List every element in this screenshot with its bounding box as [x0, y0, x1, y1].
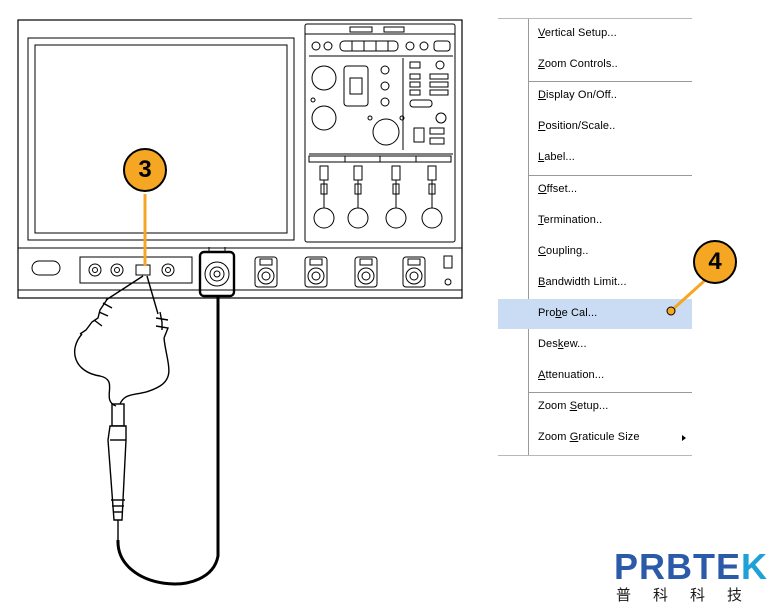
submenu-arrow-icon — [682, 435, 686, 442]
menu-item-probe-cal[interactable]: Probe Cal... — [498, 298, 692, 329]
menu-item-vertical-setup[interactable]: Vertical Setup... — [498, 19, 692, 49]
bnc-connector-4 — [354, 256, 378, 288]
menu-item-label: Label... — [538, 151, 575, 164]
menu-item-label: Termination.. — [538, 213, 603, 226]
menu-item-attenuation[interactable]: Attenuation... — [498, 361, 692, 391]
bnc-connector-2 — [254, 256, 278, 288]
prbtek-logo: PRBTEK 普科科技 — [614, 546, 767, 605]
menu-item-bandwidth-limit[interactable]: Bandwidth Limit... — [498, 268, 692, 298]
probe-comp-panel — [79, 256, 193, 284]
callout-3: 3 — [123, 148, 167, 192]
menu-item-position-scale[interactable]: Position/Scale.. — [498, 112, 692, 142]
bnc-connector-3 — [304, 256, 328, 288]
menu-item-label: Zoom Setup... — [538, 400, 609, 413]
oscilloscope-illustration — [17, 19, 463, 586]
control-panel — [304, 23, 456, 243]
menu-item-zoom-controls[interactable]: Zoom Controls.. — [498, 50, 692, 80]
callout-4: 4 — [693, 240, 737, 284]
logo-chinese-text: 普科科技 — [616, 586, 765, 604]
menu-item-label: Display On/Off.. — [538, 89, 618, 102]
menu-item-deskew[interactable]: Deskew... — [498, 330, 692, 360]
menu-item-label: Position/Scale.. — [538, 120, 616, 133]
menu-item-coupling[interactable]: Coupling.. — [498, 237, 692, 267]
probe-clips — [73, 275, 220, 586]
menu-item-label: Coupling.. — [538, 244, 589, 257]
menu-item-label: Deskew... — [538, 338, 587, 350]
menu-item-label: Vertical Setup... — [538, 27, 617, 39]
menu-item-label: Bandwidth Limit... — [538, 275, 627, 288]
menu-item-label: Offset... — [538, 182, 578, 195]
menu-separator — [528, 392, 692, 394]
menu-item-zoom-graticule-size[interactable]: Zoom Graticule Size — [498, 423, 692, 453]
menu-icon-gutter — [498, 19, 529, 455]
menu-item-label: Zoom Graticule Size — [538, 431, 640, 444]
menu-item-label[interactable]: Label... — [498, 143, 692, 173]
channel-context-menu: Vertical Setup... Zoom Controls.. Display … — [498, 18, 692, 456]
menu-separator — [528, 81, 692, 83]
menu-item-offset[interactable]: Offset... — [498, 175, 692, 205]
menu-item-termination[interactable]: Termination.. — [498, 206, 692, 236]
menu-separator — [528, 174, 692, 176]
logo-brand-k: K — [741, 546, 768, 587]
menu-item-label: Zoom Controls.. — [538, 58, 618, 71]
menu-item-label: Probe Cal... — [538, 306, 598, 319]
probe-body — [111, 403, 125, 427]
logo-brand-text: PRBTE — [614, 546, 742, 587]
menu-item-zoom-setup[interactable]: Zoom Setup... — [498, 392, 692, 422]
menu-item-display-on-off[interactable]: Display On/Off.. — [498, 81, 692, 111]
menu-item-label: Attenuation... — [538, 369, 605, 382]
bnc-connector-5 — [402, 256, 426, 288]
channel-controls — [308, 155, 452, 229]
power-button — [31, 260, 61, 276]
